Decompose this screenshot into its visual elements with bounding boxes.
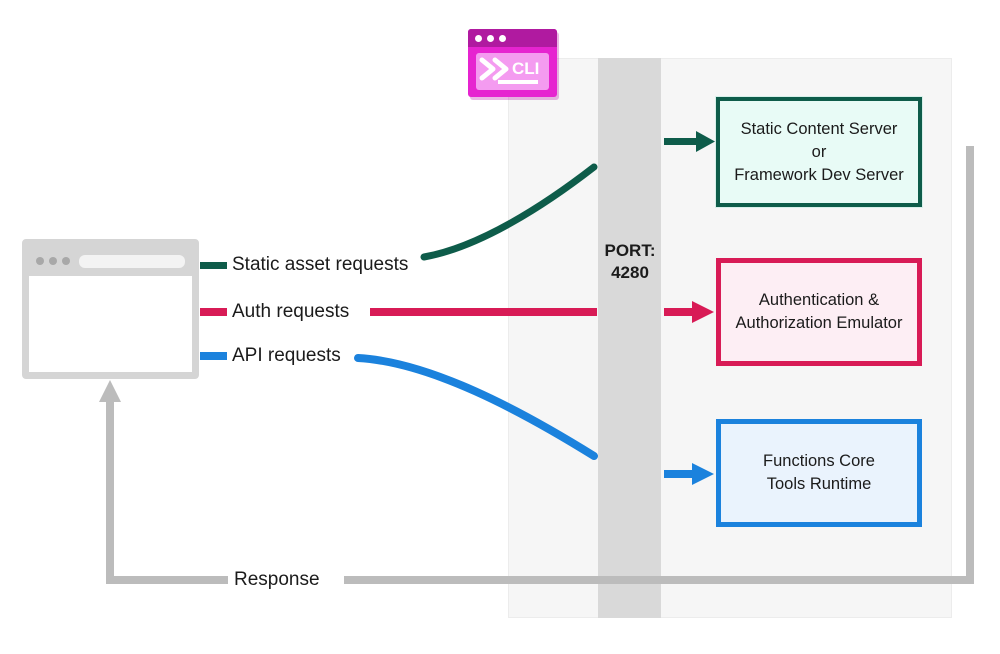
cli-dot-icon [475, 34, 482, 42]
service-box-static-content-server[interactable]: Static Content Server or Framework Dev S… [715, 96, 923, 208]
flow-label-response: Response [234, 569, 320, 590]
cli-dot-icon [499, 34, 506, 42]
browser-dot-icon [62, 257, 70, 265]
browser-titlebar [29, 246, 192, 276]
browser-window [22, 239, 199, 379]
response-line-left [106, 400, 228, 584]
flow-stub-static [200, 262, 227, 269]
flow-line-static [420, 163, 598, 261]
browser-address-bar [79, 254, 185, 268]
port-label: PORT: 4280 [592, 240, 668, 284]
service-line: Functions Core [763, 452, 875, 470]
flow-arrow-auth [664, 301, 714, 323]
service-line: or [811, 142, 827, 161]
service-line: Tools Runtime [766, 475, 872, 493]
flow-arrow-api [664, 463, 714, 485]
cli-screen: CLI [476, 53, 549, 90]
cli-dot-icon [487, 34, 494, 42]
flow-label-api-requests: API requests [232, 345, 341, 366]
cli-label: CLI [512, 59, 539, 78]
flow-stub-auth [200, 308, 227, 316]
browser-dot-icon [49, 257, 57, 265]
service-line: Framework Dev Server [734, 165, 904, 184]
response-arrowhead [99, 380, 121, 402]
service-line: Authorization Emulator [735, 314, 903, 332]
response-trunk [344, 146, 974, 584]
service-box-auth-emulator[interactable]: Authentication & Authorization Emulator [716, 258, 922, 366]
flow-line-api [354, 354, 598, 460]
flow-arrow-static [664, 131, 715, 152]
flow-label-static-asset-requests: Static asset requests [232, 254, 409, 275]
port-band [598, 58, 661, 618]
port-number: 4280 [611, 263, 649, 282]
browser-dot-icon [36, 257, 44, 265]
cli-titlebar [468, 29, 557, 47]
cli-prompt-icon: CLI [479, 57, 539, 84]
service-box-functions-runtime[interactable]: Functions Core Tools Runtime [716, 419, 922, 527]
cli-terminal-icon: CLI [468, 29, 557, 97]
port-caption: PORT: [604, 241, 656, 260]
service-line: Authentication & [758, 291, 880, 309]
flow-label-auth-requests: Auth requests [232, 301, 350, 322]
service-line: Static Content Server [740, 119, 898, 138]
flow-stub-api [200, 352, 227, 360]
